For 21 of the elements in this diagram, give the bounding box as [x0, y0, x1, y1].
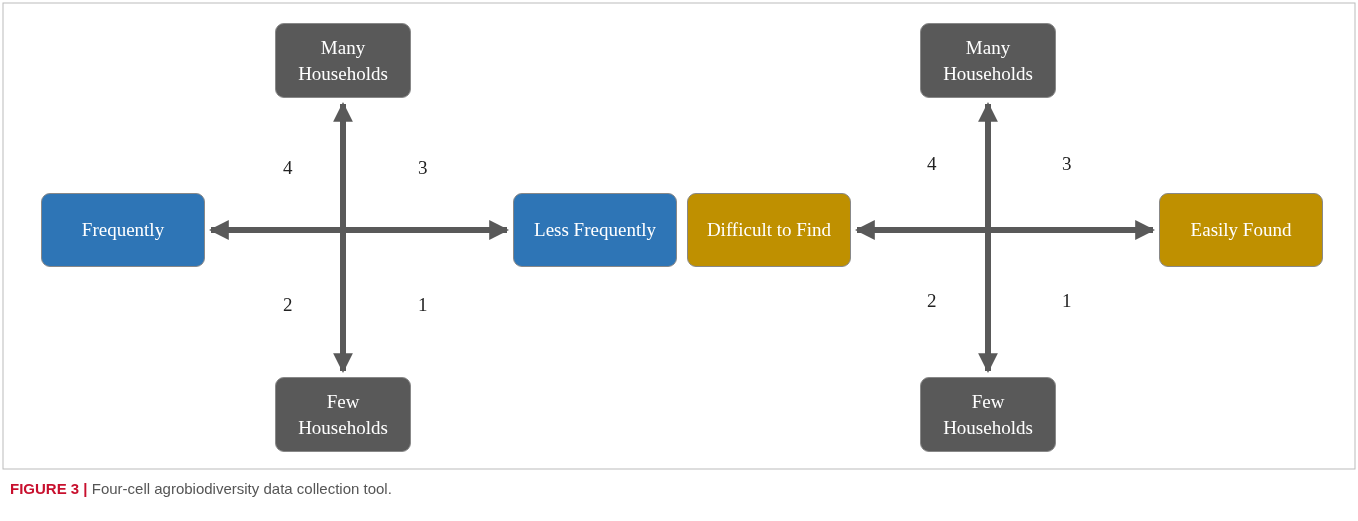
quadrant-number: 2: [927, 290, 937, 312]
quadrant-number: 4: [283, 157, 293, 179]
double-headed-arrow: [855, 220, 1155, 240]
category-box: Frequently: [41, 193, 205, 267]
double-headed-arrow: [978, 102, 998, 373]
category-box: Difficult to Find: [687, 193, 851, 267]
category-box: Many Households: [920, 23, 1056, 98]
figure-caption: FIGURE 3 | Four-cell agrobiodiversity data collection tool.: [10, 480, 392, 497]
category-box: Few Households: [920, 377, 1056, 452]
category-box: Few Households: [275, 377, 411, 452]
quadrant-number: 3: [418, 157, 428, 179]
quadrant-number: 1: [418, 294, 428, 316]
quadrant-number: 1: [1062, 290, 1072, 312]
quadrant-number: 2: [283, 294, 293, 316]
double-headed-arrow: [333, 102, 353, 373]
category-box: Many Households: [275, 23, 411, 98]
category-box: Less Frequently: [513, 193, 677, 267]
double-headed-arrow: [209, 220, 509, 240]
quadrant-number: 3: [1062, 153, 1072, 175]
category-box: Easily Found: [1159, 193, 1323, 267]
quadrant-number: 4: [927, 153, 937, 175]
